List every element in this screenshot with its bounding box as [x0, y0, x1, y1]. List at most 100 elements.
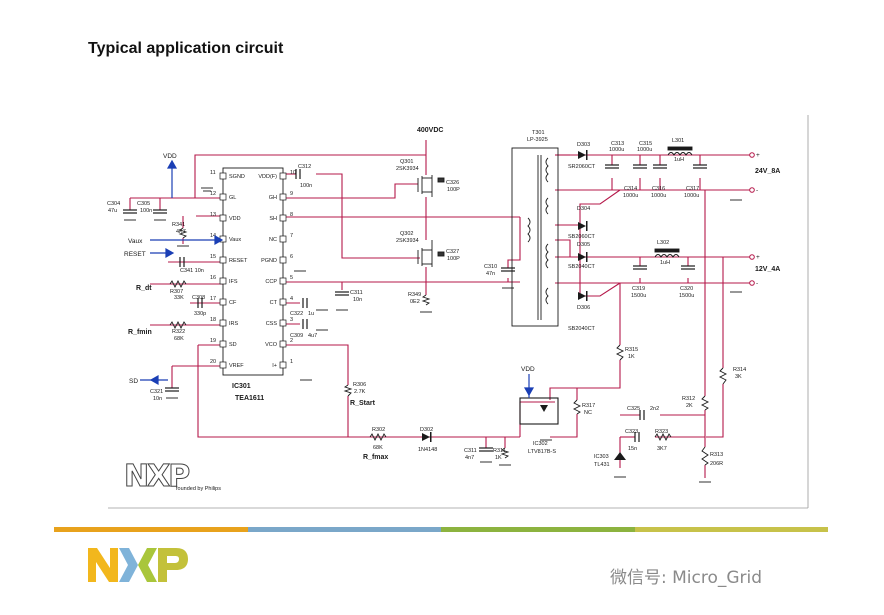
label-l301: L301	[672, 138, 684, 144]
label-r302: R302	[372, 427, 385, 433]
watermark: 微信号: Micro_Grid	[610, 568, 763, 588]
label-c341: C341 10n	[180, 268, 204, 274]
label-r323: R323	[655, 429, 668, 435]
label-c325-val: 2n2	[650, 406, 659, 412]
label-c316-val: 1000u	[651, 193, 666, 199]
pin-number: 7	[290, 233, 293, 239]
label-c319-val: 1500u	[631, 293, 646, 299]
label-ic302-part: LTV817B-S	[528, 449, 556, 455]
label-r317-val: NC	[584, 410, 592, 416]
label-c317-val: 1000u	[684, 193, 699, 199]
bar-segment-blue	[247, 527, 441, 532]
label-c311b-val: 4n7	[465, 455, 474, 461]
pin-name: NC	[269, 237, 277, 243]
pin-number: 2	[290, 338, 293, 344]
pin-number: 11	[210, 170, 216, 176]
label-c314: C314	[624, 186, 637, 192]
label-c319: C319	[632, 286, 645, 292]
label-r311: R311	[493, 448, 506, 454]
label-d303: D303	[577, 142, 590, 148]
ic301-part: TEA1611	[235, 395, 264, 402]
pin-name: VDD(F)	[258, 174, 277, 180]
label-c327: C327	[446, 249, 459, 255]
mosfet-q301	[417, 175, 445, 197]
label-c322: C322	[290, 311, 303, 317]
diode-d302	[422, 432, 432, 442]
label-c312-val: 100n	[300, 183, 312, 189]
label-c311b: C311	[464, 448, 477, 454]
pin-number: 13	[210, 212, 216, 218]
label-r341-val: 4K7	[176, 229, 186, 235]
pin-name: GH	[269, 195, 277, 201]
label-r315: R315	[625, 347, 638, 353]
label-c320: C320	[680, 286, 693, 292]
pin-number: 15	[210, 254, 216, 260]
plus-24v: +	[756, 152, 760, 159]
minus-12v: -	[756, 280, 758, 287]
ic301-ref: IC301	[232, 383, 251, 390]
label-r306-val: 2.7K	[354, 389, 366, 395]
pin-number: 6	[290, 254, 293, 260]
label-r312: R312	[682, 396, 695, 402]
label-c316: C316	[652, 186, 665, 192]
label-r312-val: 2K	[686, 403, 693, 409]
label-c317: C317	[686, 186, 699, 192]
label-ic302: IC302	[533, 441, 548, 447]
pin-number: 1	[290, 359, 293, 365]
label-d305-part: SB2040CT	[568, 264, 596, 270]
pin-name: VDD	[229, 216, 241, 222]
pin-name: VREF	[229, 363, 244, 369]
pin-name: Vaux	[229, 237, 241, 243]
label-q302-part: 2SK3934	[396, 238, 419, 244]
bar-segment-olive	[634, 527, 828, 532]
label-l301-val: 1uH	[674, 157, 684, 163]
label-c304: C304	[107, 201, 120, 207]
label-c320-val: 1500u	[679, 293, 694, 299]
diode-d305	[578, 252, 588, 262]
label-r311-val: 1K	[495, 455, 502, 461]
label-c327-val: 100P	[447, 256, 460, 262]
pin-number: 20	[210, 359, 216, 365]
label-vdd-opto: VDD	[521, 366, 535, 373]
pin-number: 3	[290, 317, 293, 323]
pin-number: 12	[210, 191, 216, 197]
label-c308: C308	[192, 295, 205, 301]
bar-segment-green	[441, 527, 635, 532]
pin-number: 14	[210, 233, 216, 239]
pin-name: CSS	[266, 321, 278, 327]
label-q302: Q302	[400, 231, 413, 237]
label-r322-val: 68K	[174, 336, 184, 342]
ic301-body	[222, 167, 284, 376]
label-r-fmin: R_fmin	[128, 329, 152, 336]
pin-number: 5	[290, 275, 293, 281]
label-c305: C305	[137, 201, 150, 207]
label-c321: C321	[150, 389, 163, 395]
pin-name: CT	[270, 300, 278, 306]
label-r322: R322	[172, 329, 185, 335]
label-r-fmax: R_fmax	[363, 454, 388, 461]
label-r313-val: 206R	[710, 461, 723, 467]
label-ic303-part: TL431	[594, 462, 610, 468]
pin-name: VCO	[265, 342, 278, 348]
pin-number: 8	[290, 212, 293, 218]
transformer-windings	[527, 155, 549, 320]
label-c308-val: 330p	[194, 311, 206, 317]
label-r341: R341	[172, 222, 185, 228]
pin-name: SGND	[229, 174, 245, 180]
label-r307-val: 33K	[174, 295, 184, 301]
label-c323-val: 15n	[628, 446, 637, 452]
label-r349-val: 0E2	[410, 299, 420, 305]
label-400vdc: 400VDC	[417, 127, 443, 134]
label-r314-val: 3K	[735, 374, 742, 380]
label-c313: C313	[611, 141, 624, 147]
label-l302-val: 1uH	[660, 260, 670, 266]
label-reset: RESET	[124, 251, 146, 258]
pin-name: CF	[229, 300, 237, 306]
pin-name: GL	[229, 195, 236, 201]
label-c321-val: 10n	[153, 396, 162, 402]
